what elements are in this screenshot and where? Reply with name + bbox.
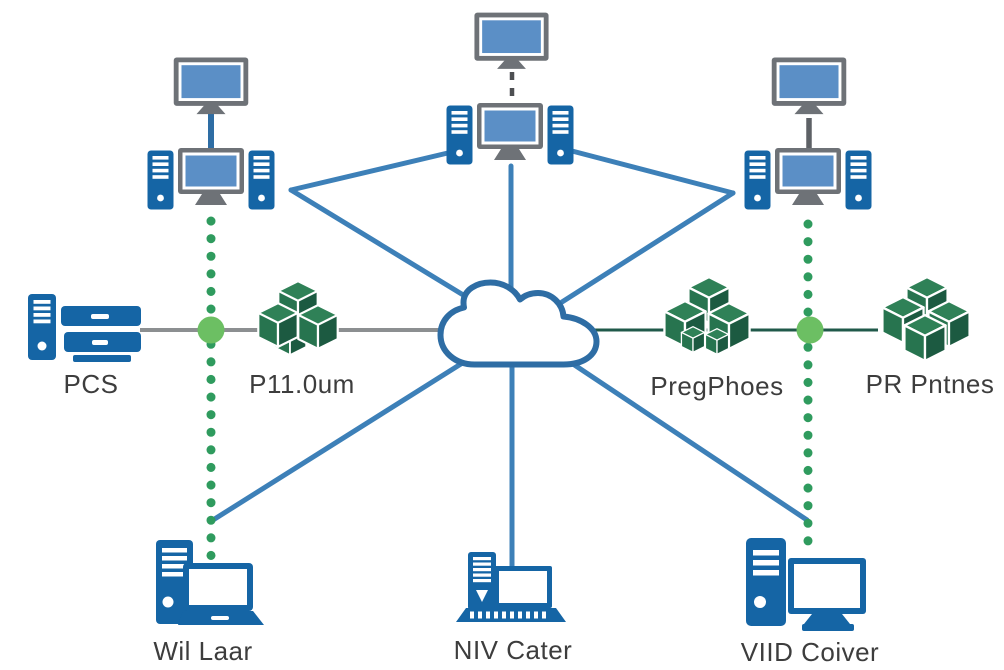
link-cloud-to-desktop-right [567, 359, 810, 523]
laptop-icon-center [456, 552, 566, 622]
monitor-icon-top-center [474, 12, 549, 69]
label-desktop-right: VIID Coiver [740, 637, 880, 667]
desktop-icon-right [746, 538, 866, 631]
workstation-icon-center [447, 103, 574, 165]
monitor-icon-top-right [771, 57, 847, 115]
link-cloud-to-laptop-left [210, 359, 467, 523]
label-laptop-left: Wil Laar [153, 636, 253, 666]
cubes-icon-right [663, 276, 751, 355]
link-workstation-left-to-center [288, 149, 455, 193]
label-cubes-left: P11.0um [249, 369, 355, 399]
server-stack-icon [28, 294, 141, 362]
label-cubes-right: PregPhoes [650, 371, 784, 401]
workstation-icon-right [745, 148, 872, 210]
network-node-right [796, 316, 824, 344]
monitor-icon-top-left [173, 57, 249, 115]
label-laptop-center: NIV Cater [453, 635, 573, 665]
laptop-icon-left [156, 540, 264, 625]
workstation-icon-left [148, 148, 275, 210]
link-workstation-right-to-center [569, 148, 736, 196]
cubes-icon-far-right [881, 276, 971, 362]
network-node-left [197, 316, 225, 344]
label-cubes-far-right: PR Pntnes [865, 369, 995, 399]
cubes-icon-left [257, 280, 339, 356]
link-workstation-right-to-cloud [559, 190, 736, 305]
label-pcs: PCS [63, 369, 119, 399]
cloud-icon [437, 279, 600, 368]
link-workstation-left-to-cloud [288, 187, 481, 307]
